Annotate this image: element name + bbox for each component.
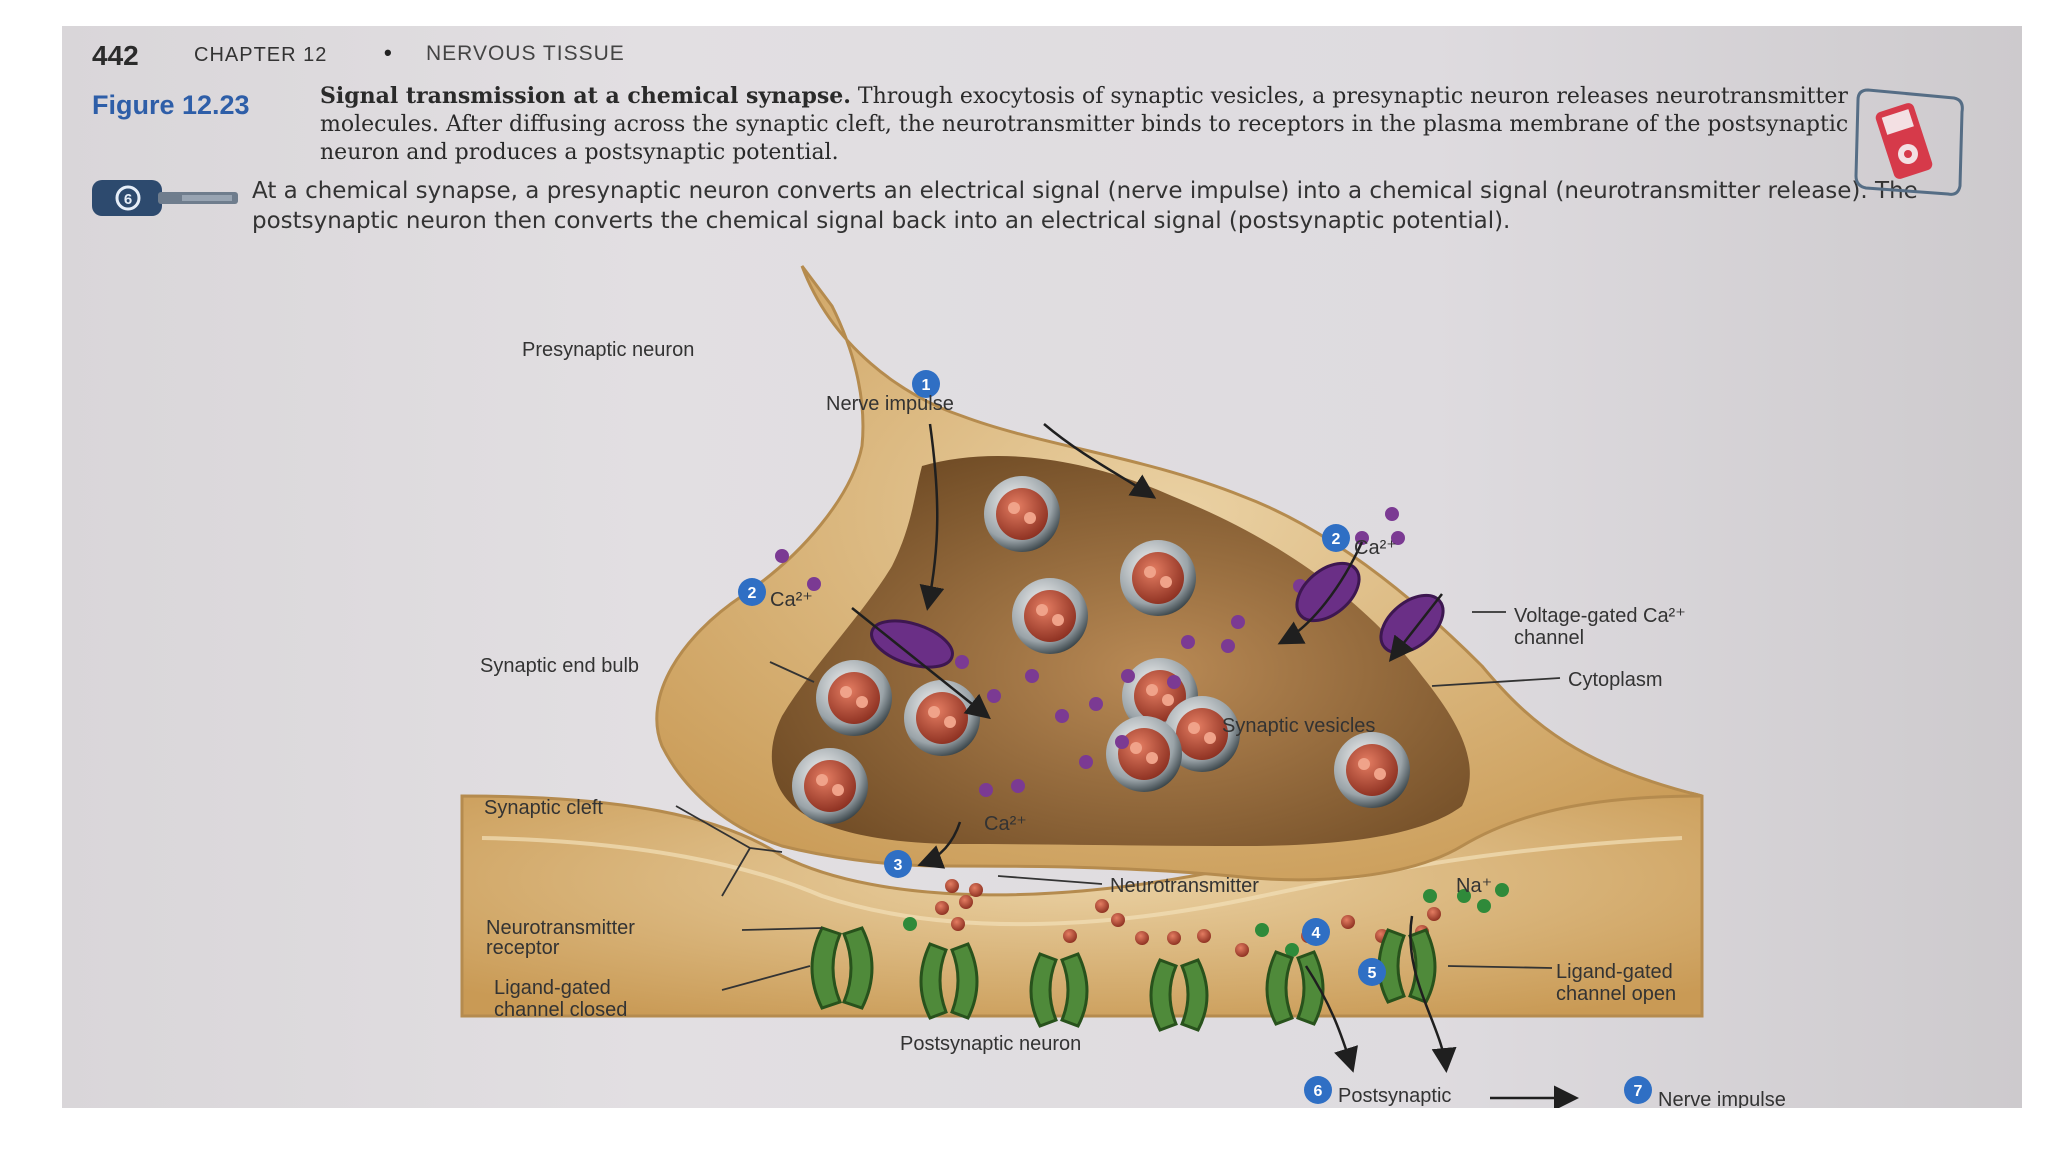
figure-caption: Signal transmission at a chemical synaps…: [320, 82, 1900, 167]
ligand-gated-receptors: [810, 926, 1437, 1032]
label-lg-open-2: channel open: [1556, 983, 1676, 1005]
label-nerve-impulse: Nerve impulse: [826, 393, 954, 415]
section-title: NERVOUS TISSUE: [426, 42, 625, 65]
synaptic-vesicles: [792, 476, 1410, 824]
svg-text:6: 6: [124, 191, 132, 208]
label-na: Na⁺: [1456, 875, 1492, 897]
sodium-ions: [903, 883, 1509, 957]
label-ca-lower: Ca²⁺: [984, 813, 1027, 835]
step-3: 3: [894, 857, 903, 874]
figure-label: Figure 12.23: [92, 90, 250, 120]
chapter-label: CHAPTER 12: [194, 44, 328, 66]
ipod-icon: [1854, 88, 1964, 196]
label-neurotransmitter: Neurotransmitter: [1110, 875, 1259, 897]
label-synaptic-vesicles: Synaptic vesicles: [1222, 715, 1375, 737]
label-presynaptic-neuron: Presynaptic neuron: [522, 339, 694, 361]
key-icon: 6: [92, 180, 238, 216]
figure-title: Signal transmission at a chemical synaps…: [320, 83, 851, 109]
label-voltage-gated-1: Voltage-gated Ca²⁺: [1514, 605, 1686, 627]
textbook-page: 442 CHAPTER 12 • NERVOUS TISSUE Figure 1…: [62, 26, 2022, 1108]
label-postsynaptic-potential-1: Postsynaptic: [1338, 1085, 1451, 1107]
step-4: 4: [1312, 925, 1321, 942]
calcium-ions: [775, 507, 1405, 797]
step-2-left: 2: [748, 585, 757, 602]
label-lg-closed-2: channel closed: [494, 999, 627, 1021]
label-nerve-impulse-out: Nerve impulse: [1658, 1089, 1786, 1108]
step-7: 7: [1634, 1083, 1643, 1100]
label-nt-receptor-2: receptor: [486, 937, 560, 959]
synapse-diagram: 1 2 2 3 4 5 6 7 Presynaptic neuron Nerve…: [460, 265, 1786, 1108]
key-concept-text: At a chemical synapse, a presynaptic neu…: [252, 178, 1918, 234]
label-voltage-gated-2: channel: [1514, 627, 1584, 649]
label-ca-left: Ca²⁺: [770, 589, 813, 611]
flow-arrows: [851, 423, 1579, 1108]
label-nt-receptor-1: Neurotransmitter: [486, 917, 635, 939]
label-postsynaptic-neuron: Postsynaptic neuron: [900, 1033, 1081, 1055]
label-lg-closed-1: Ligand-gated: [494, 977, 611, 999]
step-2-right: 2: [1332, 531, 1341, 548]
label-ca-right: Ca²⁺: [1354, 537, 1397, 559]
header-bullet: •: [384, 40, 392, 65]
leader-lines: [675, 611, 1561, 991]
page-number: 442: [92, 40, 139, 71]
step-5: 5: [1368, 965, 1377, 982]
step-badges: 1 2 2 3 4 5 6 7: [738, 370, 1652, 1104]
label-cytoplasm: Cytoplasm: [1568, 669, 1662, 691]
label-synaptic-cleft: Synaptic cleft: [484, 797, 603, 819]
step-6: 6: [1314, 1083, 1323, 1100]
step-1: 1: [922, 377, 931, 394]
label-postsynaptic-potential-2: potential: [1338, 1107, 1414, 1108]
figure-caption-text: Through exocytosis of synaptic vesicles,…: [320, 84, 1849, 165]
label-synaptic-end-bulb: Synaptic end bulb: [480, 655, 639, 677]
label-lg-open-1: Ligand-gated: [1556, 961, 1673, 983]
